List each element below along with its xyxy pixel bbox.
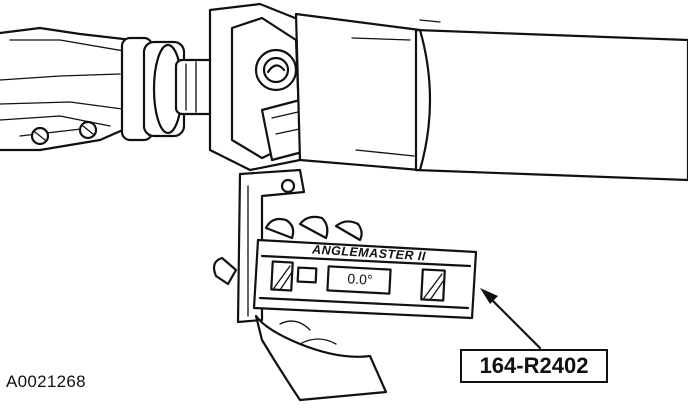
tool-callout-label: 164-R2402 — [460, 349, 608, 383]
slip-yoke — [120, 36, 218, 142]
hatching — [273, 265, 445, 301]
figure-id: A0021268 — [6, 372, 86, 391]
hand — [212, 215, 388, 402]
axle-housing — [294, 12, 688, 182]
u-joint-yoke — [208, 2, 312, 172]
inclinometer-body — [252, 238, 478, 320]
flange-bolts — [30, 120, 98, 146]
callout-leader — [480, 288, 542, 350]
